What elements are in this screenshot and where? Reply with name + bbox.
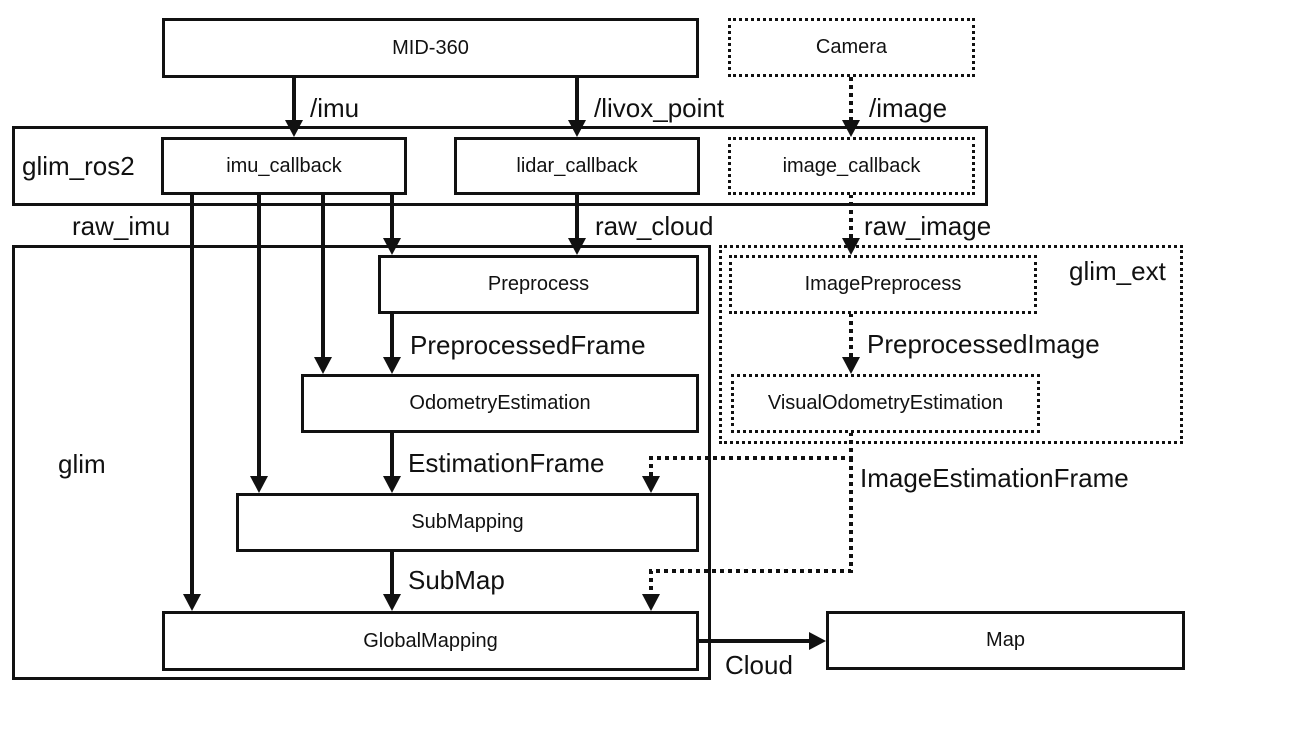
node-global-mapping: GlobalMapping	[162, 611, 699, 671]
arrowhead-image-estimation-frame-global	[642, 594, 660, 611]
arrowhead-preprocessed-image	[842, 357, 860, 374]
arrowhead-sub-map	[383, 594, 401, 611]
node-imu-callback: imu_callback	[161, 137, 407, 195]
arrowhead-preprocessed-frame	[383, 357, 401, 374]
node-label: ImagePreprocess	[804, 273, 962, 295]
arrowhead-raw-imu-odom	[314, 357, 332, 374]
node-preprocess: Preprocess	[378, 255, 699, 314]
edge-label-imu: /imu	[310, 93, 360, 123]
edge-image-estimation-frame-global	[649, 458, 853, 597]
group-label-glim-ros2: glim_ros2	[22, 151, 135, 181]
arrowhead-image	[842, 120, 860, 137]
arrowhead-raw-imu-submap	[250, 476, 268, 493]
edge-label-image-estimation-frame: ImageEstimationFrame	[860, 463, 1129, 493]
node-label: lidar_callback	[516, 154, 638, 177]
edge-label-cloud: Cloud	[725, 650, 793, 680]
node-label: Camera	[815, 36, 888, 58]
node-label: GlobalMapping	[363, 629, 498, 652]
node-lidar-callback: lidar_callback	[454, 137, 700, 195]
edge-label-preprocessed-frame: PreprocessedFrame	[410, 330, 646, 360]
arrowhead-raw-image	[842, 238, 860, 255]
group-label-glim: glim	[58, 449, 106, 479]
node-map: Map	[826, 611, 1185, 670]
arrowhead-imu	[285, 120, 303, 137]
arrowhead-estimation-frame	[383, 476, 401, 493]
node-sub-mapping: SubMapping	[236, 493, 699, 552]
group-glim	[12, 245, 711, 680]
arrowhead-livox-point	[568, 120, 586, 137]
arrowhead-raw-imu-global	[183, 594, 201, 611]
node-image-callback: image_callback	[728, 137, 975, 195]
edge-label-image: /image	[869, 93, 948, 123]
edge-label-livox-point: /livox_point	[594, 93, 725, 123]
arrowhead-image-estimation-frame-submap	[642, 476, 660, 493]
arrowhead-cloud	[809, 632, 826, 650]
edge-label-estimation-frame: EstimationFrame	[408, 448, 605, 478]
group-label-glim-ext: glim_ext	[1069, 256, 1166, 286]
node-camera: Camera	[728, 18, 975, 77]
edge-label-raw-image: raw_image	[864, 211, 992, 241]
node-label: Preprocess	[487, 273, 590, 295]
node-visual-odometry-estimation: VisualOdometryEstimation	[731, 374, 1040, 433]
node-label: SubMapping	[411, 511, 524, 533]
arrowhead-raw-imu-preprocess	[383, 238, 401, 255]
edge-label-raw-cloud: raw_cloud	[595, 211, 714, 241]
node-image-preprocess: ImagePreprocess	[729, 255, 1037, 314]
node-label: image_callback	[782, 154, 921, 177]
edge-label-preprocessed-image: PreprocessedImage	[867, 329, 1100, 359]
node-label: VisualOdometryEstimation	[767, 392, 1004, 414]
node-label: Map	[986, 629, 1025, 651]
node-label: OdometryEstimation	[409, 392, 591, 414]
edge-label-sub-map: SubMap	[408, 565, 505, 595]
arrowhead-raw-cloud	[568, 238, 586, 255]
node-odometry-estimation: OdometryEstimation	[301, 374, 699, 433]
node-mid360: MID-360	[162, 18, 699, 78]
edge-image-estimation-frame-submap	[649, 432, 853, 479]
node-label: MID-360	[392, 36, 469, 59]
node-label: imu_callback	[226, 154, 342, 177]
group-glim-ext	[719, 245, 1183, 444]
edge-label-raw-imu: raw_imu	[72, 211, 171, 241]
group-glim-ros2	[12, 126, 988, 206]
